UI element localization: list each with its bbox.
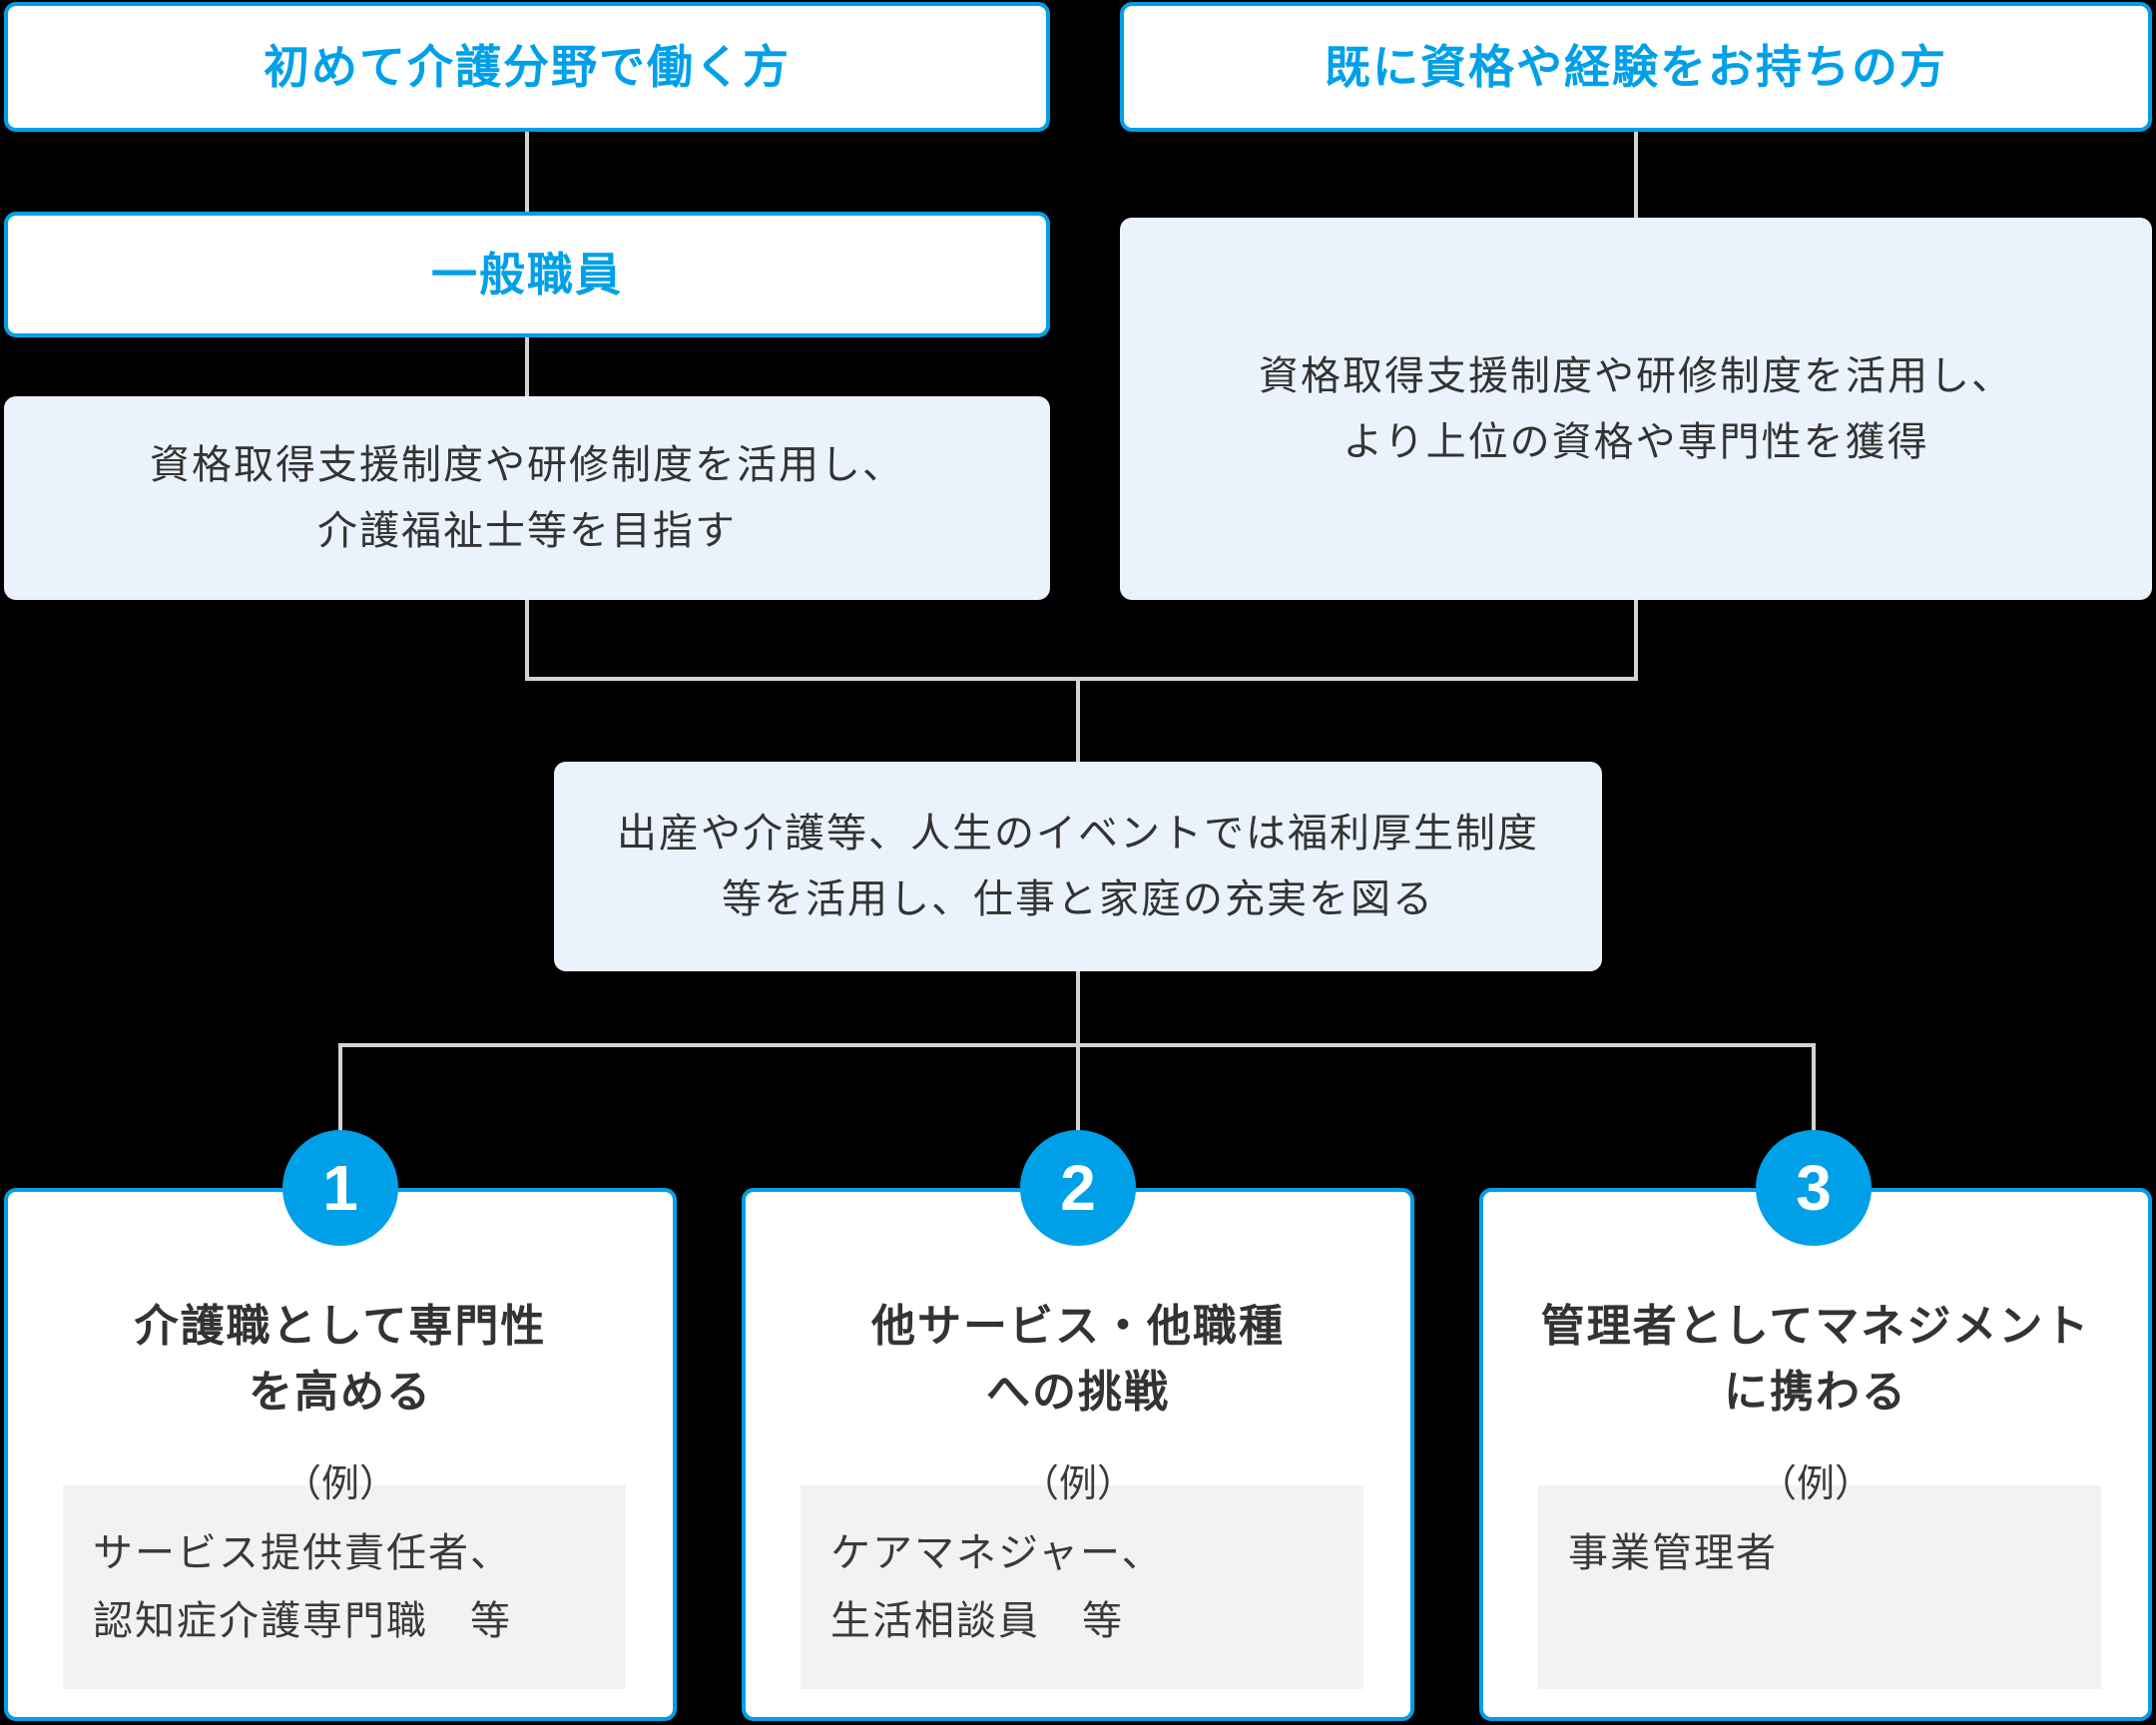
connector-line [338, 1045, 342, 1132]
entry-box-first-time: 初めて介護分野で働く方 [4, 2, 1050, 132]
path-2-example-list: ケアマネジャー、 生活相談員 等 [830, 1519, 1390, 1655]
path-2-title-line2: への挑戦 [986, 1368, 1170, 1417]
path-3-title-line2: に携わる [1724, 1368, 1907, 1417]
path-1-example-list: サービス提供責任者、 認知症介護専門職 等 [93, 1519, 653, 1655]
path-1-number-badge: 1 [282, 1130, 398, 1246]
path-1-example-label: （例） [282, 1463, 397, 1505]
path-3-number: 3 [1796, 1152, 1832, 1224]
path-3-example-box [1538, 1485, 2101, 1689]
path-1-title-line2: を高める [249, 1368, 432, 1417]
left-note-line1: 資格取得支援制度や研修制度を活用し、 [150, 443, 904, 487]
path-1-title: 介護職として専門性 を高める [8, 1294, 673, 1426]
path-card-3: 管理者としてマネジメント に携わる （例） 事業管理者 [1479, 1188, 2152, 1721]
right-note-line1: 資格取得支援制度や研修制度を活用し、 [1259, 353, 2013, 398]
connector-line [1812, 1045, 1816, 1132]
path-card-2: 他サービス・他職種 への挑戦 （例） ケアマネジャー、 生活相談員 等 [742, 1188, 1414, 1721]
path-3-title: 管理者としてマネジメント に携わる [1483, 1294, 2148, 1426]
entry-box-experienced-title: 既に資格や経験をお持ちの方 [1325, 41, 1947, 93]
path-2-example-label: （例） [1020, 1463, 1135, 1505]
left-note-box: 資格取得支援制度や研修制度を活用し、 介護福祉士等を目指す [4, 396, 1050, 600]
connector-line [525, 600, 529, 681]
path-2-title-line1: 他サービス・他職種 [871, 1302, 1285, 1351]
path-1-example-line2: 認知症介護専門職 等 [93, 1599, 512, 1643]
connector-line [525, 337, 529, 396]
path-3-number-badge: 3 [1756, 1130, 1872, 1246]
entry-box-experienced: 既に資格や経験をお持ちの方 [1120, 2, 2152, 132]
connector-line [525, 677, 1638, 681]
general-staff-box: 一般職員 [4, 212, 1050, 337]
path-2-number: 2 [1060, 1152, 1096, 1224]
general-staff-title: 一般職員 [431, 249, 623, 300]
life-event-note-box: 出産や介護等、人生のイベントでは福利厚生制度 等を活用し、仕事と家庭の充実を図る [554, 762, 1602, 971]
life-event-line2: 等を活用し、仕事と家庭の充実を図る [722, 877, 1434, 921]
path-2-example-line2: 生活相談員 等 [830, 1599, 1124, 1643]
right-note-box: 資格取得支援制度や研修制度を活用し、 より上位の資格や専門性を獲得 [1120, 218, 2152, 600]
connector-line [1076, 971, 1080, 1045]
path-1-number: 1 [322, 1152, 358, 1224]
path-1-example-line1: サービス提供責任者、 [93, 1531, 512, 1575]
life-event-line1: 出産や介護等、人生のイベントでは福利厚生制度 [617, 812, 1539, 856]
connector-line [525, 132, 529, 212]
path-3-example-label: （例） [1758, 1463, 1873, 1505]
path-3-example-list: 事業管理者 [1568, 1519, 2128, 1587]
connector-line [1634, 600, 1638, 681]
right-note-line2: より上位の資格や専門性を獲得 [1343, 419, 1929, 464]
path-1-example-box [63, 1485, 626, 1689]
entry-box-first-time-title: 初めて介護分野で働く方 [264, 41, 791, 93]
path-2-example-box [801, 1485, 1363, 1689]
path-card-1: 介護職として専門性 を高める （例） サービス提供責任者、 認知症介護専門職 等 [4, 1188, 677, 1721]
path-3-example-line1: 事業管理者 [1568, 1531, 1778, 1575]
left-note-line2: 介護福祉士等を目指す [317, 509, 737, 553]
path-2-title: 他サービス・他職種 への挑戦 [746, 1294, 1410, 1426]
connector-line [1076, 1045, 1080, 1132]
path-1-title-line1: 介護職として専門性 [134, 1302, 547, 1351]
connector-line [1076, 679, 1080, 762]
path-2-number-badge: 2 [1020, 1130, 1136, 1246]
connector-line [1634, 132, 1638, 218]
path-2-example-line1: ケアマネジャー、 [830, 1531, 1164, 1575]
path-3-title-line1: 管理者としてマネジメント [1540, 1302, 2091, 1351]
